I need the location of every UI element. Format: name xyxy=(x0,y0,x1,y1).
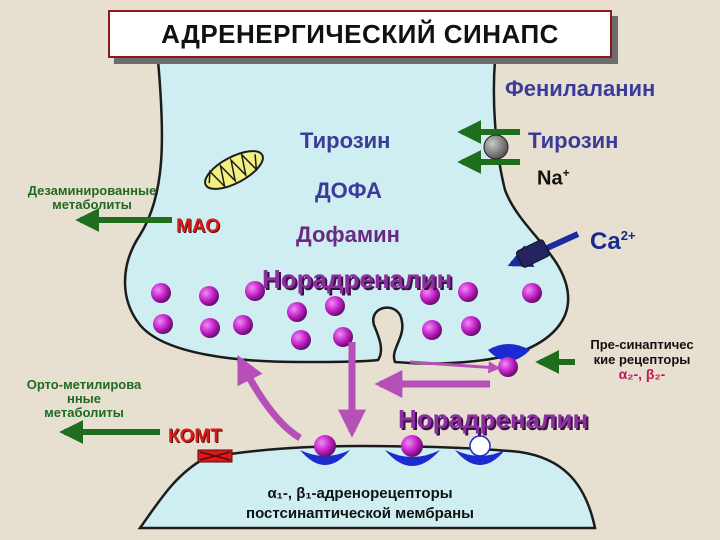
dopamine-label: Дофамин xyxy=(296,222,400,247)
orthomethylated-metabolites-label: Орто-метилирова нные метаболиты xyxy=(8,378,160,420)
sodium-label: Na+ xyxy=(537,166,570,191)
presynaptic-receptors-types: α₂-, β₂- xyxy=(618,366,666,382)
vesicles xyxy=(151,281,542,350)
arrow-to-comt xyxy=(236,354,302,442)
comt-enzyme-icon xyxy=(197,449,233,463)
postsynaptic-receptors-caption: α₁-, β₁-адренорецепторы постсинаптическо… xyxy=(200,484,520,524)
norepinephrine-bound xyxy=(401,435,423,457)
vesicle xyxy=(522,283,542,303)
title-box: АДРЕНЕРГИЧЕСКИЙ СИНАПС xyxy=(108,10,612,58)
deaminated-line-1: Дезаминированные xyxy=(27,183,157,198)
vesicle xyxy=(199,286,219,306)
vesicle xyxy=(458,282,478,302)
postsynaptic-membrane xyxy=(137,444,597,530)
sodium-symbol: Na xyxy=(537,167,563,190)
presynaptic-receptors-label: Пре-синаптичес кие рецепторы α₂-, β₂- xyxy=(572,337,712,382)
norepinephrine-presynaptic-bound xyxy=(498,357,518,377)
sodium-charge: + xyxy=(562,166,570,180)
vesicle xyxy=(153,314,173,334)
orthomethylated-line-3: метаболиты xyxy=(44,405,124,420)
orthomethylated-line-2: нные xyxy=(66,391,102,406)
page-title: АДРЕНЕРГИЧЕСКИЙ СИНАПС xyxy=(161,18,559,49)
postsynaptic-receptor xyxy=(455,450,505,465)
deaminated-line-2: метаболиты xyxy=(52,197,132,212)
postsynaptic-receptor xyxy=(385,450,440,466)
postsynaptic-receptors-line-2: постсинаптической мембраны xyxy=(246,505,474,522)
calcium-channel-icon xyxy=(515,239,550,268)
calcium-charge: 2+ xyxy=(620,228,636,243)
phenylalanine-label: Фенилаланин xyxy=(505,76,656,101)
deaminated-metabolites-label: Дезаминированные метаболиты xyxy=(8,184,176,212)
vesicle xyxy=(233,315,253,335)
norepinephrine-bound xyxy=(314,435,336,457)
comt-label: КОМТ xyxy=(168,426,222,447)
presynaptic-receptors-line-2: кие рецепторы xyxy=(593,352,691,367)
calcium-symbol: Ca xyxy=(590,228,621,255)
empty-receptor-site xyxy=(469,435,491,457)
vesicle xyxy=(422,320,442,340)
presynaptic-terminal xyxy=(123,59,570,365)
vesicle xyxy=(333,327,353,347)
postsynaptic-receptors-line-1: α₁-, β₁-адренорецепторы xyxy=(267,485,453,502)
calcium-label: Ca2+ xyxy=(590,228,636,256)
vesicle xyxy=(420,285,440,305)
arrow-to-presynaptic-receptor xyxy=(409,360,501,374)
postsynaptic-receptor xyxy=(300,450,350,465)
dopa-label: ДОФА xyxy=(315,178,382,203)
vesicle xyxy=(461,316,481,336)
presynaptic-receptors-line-1: Пре-синаптичес xyxy=(590,337,694,352)
vesicle xyxy=(291,330,311,350)
vesicle xyxy=(325,296,345,316)
vesicle xyxy=(245,281,265,301)
mitochondrion-icon xyxy=(204,150,264,190)
mao-label: МАО xyxy=(176,216,221,237)
vesicle xyxy=(200,318,220,338)
presynaptic-receptor xyxy=(488,344,530,361)
orthomethylated-line-1: Орто-метилирова xyxy=(26,377,142,392)
transporter-icon xyxy=(483,134,509,160)
tyrosine-inside-label: Тирозин xyxy=(300,128,391,153)
tyrosine-outside-label: Тирозин xyxy=(528,128,619,153)
norepinephrine-cleft-label: Норадреналин xyxy=(398,404,589,434)
vesicle xyxy=(151,283,171,303)
vesicle xyxy=(287,302,307,322)
norepinephrine-presynaptic-label: Норадреналин xyxy=(262,264,453,294)
